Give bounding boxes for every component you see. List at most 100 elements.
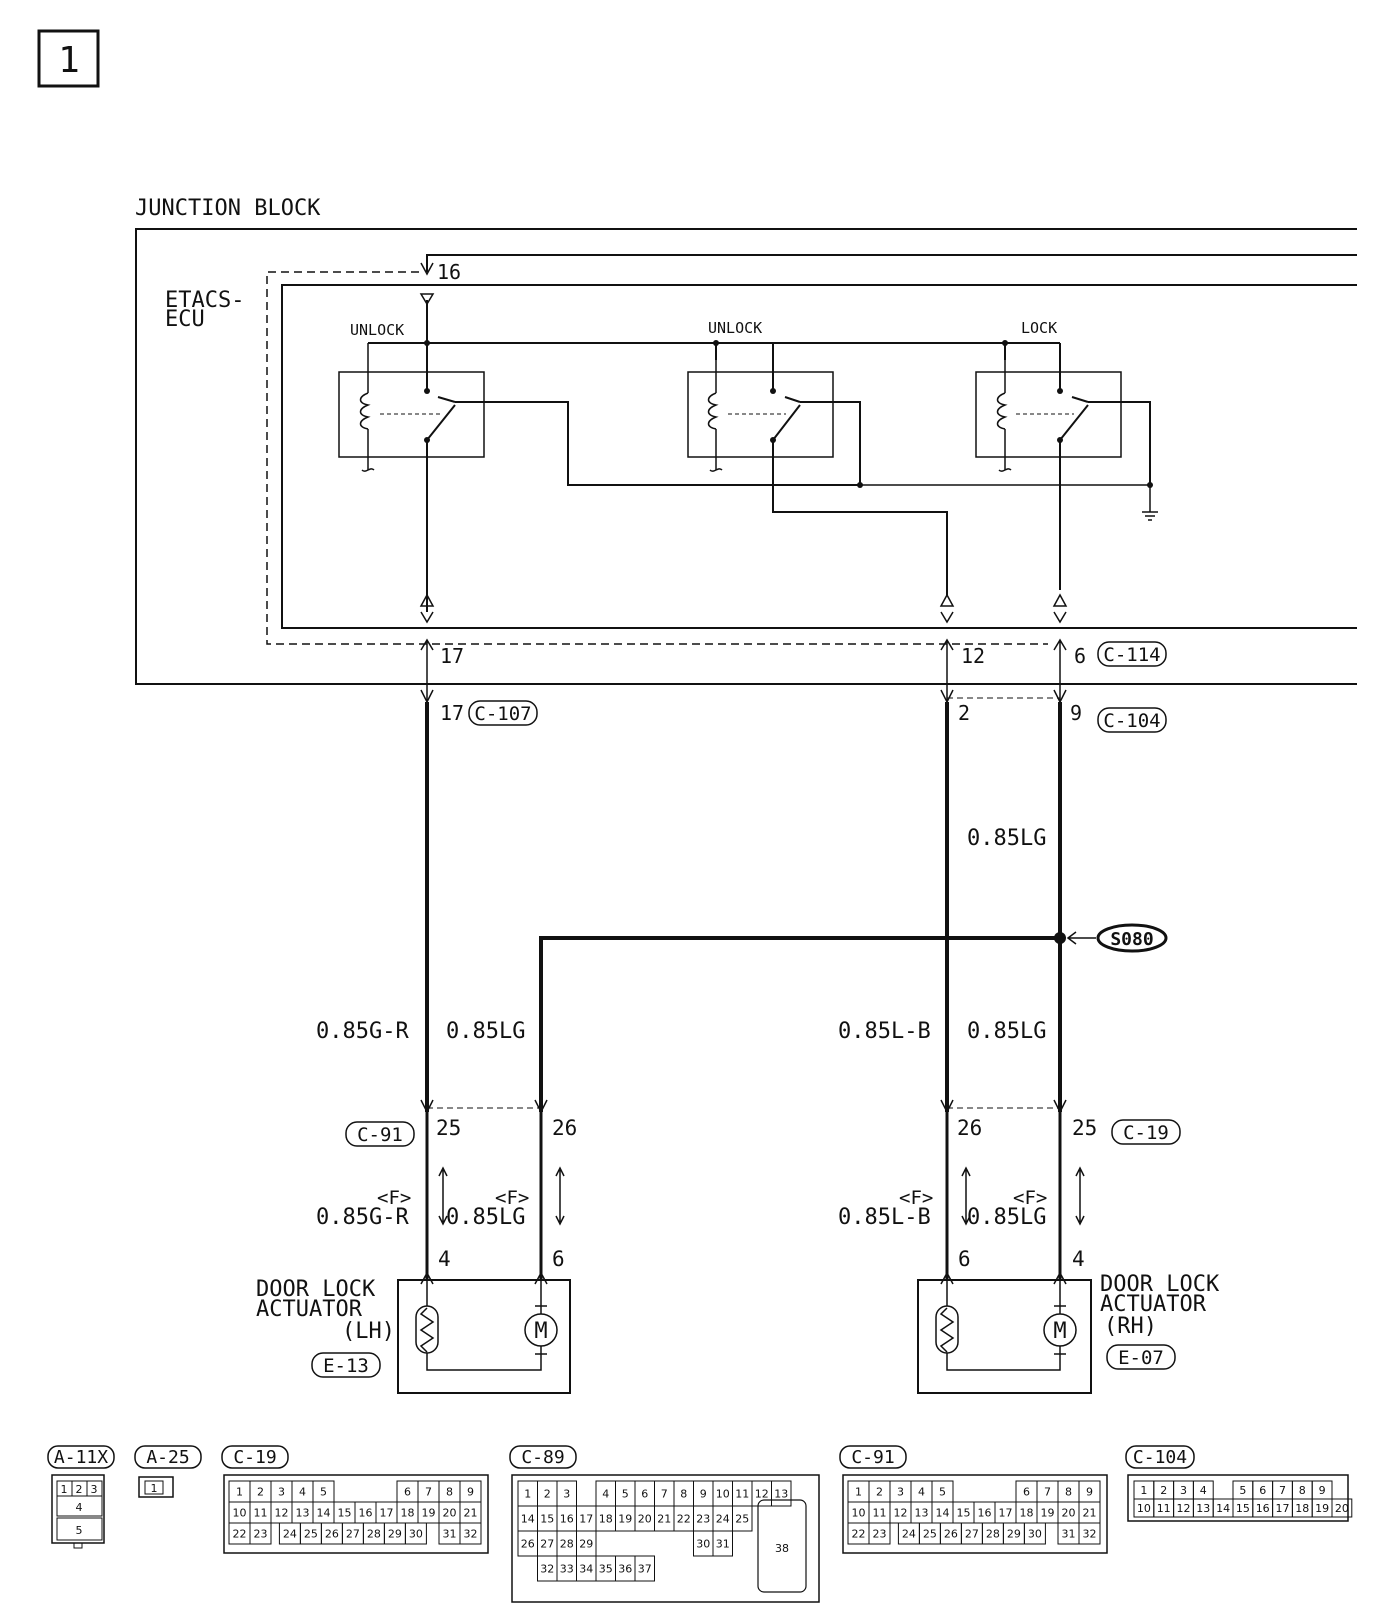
connector-e07: E-07 <box>1118 1347 1164 1369</box>
relay-2-switch <box>772 375 948 590</box>
cv-c104-tag <box>1125 1445 1195 1469</box>
cv-c89-pin: 35 <box>599 1563 613 1576</box>
lower-wires <box>425 1112 1062 1280</box>
cv-c19-pin: 6 <box>404 1486 411 1499</box>
terminal-12-symbol <box>939 593 955 624</box>
terminal-17-symbol <box>419 593 435 624</box>
cv-c89-pin: 1 <box>524 1488 531 1501</box>
cv-c89-body <box>511 1474 820 1603</box>
actuator-lh-line3: (LH) <box>342 1319 395 1344</box>
cv-a11x-body: 1 2 3 4 5 <box>51 1474 105 1549</box>
cv-c19-pin: 10 <box>233 1507 247 1520</box>
actuator-lh-motor-symbol: M <box>534 1319 547 1344</box>
cv-c89-pin: 6 <box>641 1488 648 1501</box>
f-tag-lg-right: <F> <box>1013 1187 1047 1209</box>
cv-a11x-label: A-11X <box>54 1447 108 1468</box>
page-number: 1 <box>58 40 80 81</box>
actuator-lh-line1: DOOR LOCK <box>256 1277 376 1302</box>
cv-c89-pin: 18 <box>599 1513 613 1526</box>
cv-c91-pin: 6 <box>1023 1486 1030 1499</box>
cv-c89-pin: 23 <box>696 1513 710 1526</box>
cv-c19-pin: 31 <box>443 1528 457 1541</box>
svg-text:1: 1 <box>61 1483 68 1496</box>
svg-text:2: 2 <box>76 1483 83 1496</box>
cv-c89-pin: 29 <box>579 1538 593 1551</box>
cv-a25-label: A-25 <box>146 1447 189 1468</box>
cv-c91-pin: 14 <box>936 1507 950 1520</box>
wire-lb-right-label: 0.85L-B <box>838 1019 931 1044</box>
cv-c19-body <box>223 1474 489 1554</box>
cv-c89-pin: 2 <box>544 1488 551 1501</box>
cv-c91-pin: 9 <box>1086 1486 1093 1499</box>
actuator-rh-line3: (RH) <box>1104 1314 1157 1339</box>
cv-c89-pin: 11 <box>735 1488 749 1501</box>
cv-c19-pin: 26 <box>325 1528 339 1541</box>
connector-c114: C-114 <box>1103 644 1160 666</box>
wire-lg-upper-label: 0.85LG <box>967 826 1046 851</box>
cv-c19-pin: 17 <box>380 1507 394 1520</box>
cv-c104-body <box>1127 1474 1349 1522</box>
cv-c89-pin: 14 <box>521 1513 535 1526</box>
cv-c91-pin: 28 <box>986 1528 1000 1541</box>
relay-common-line <box>368 300 1061 375</box>
wire-lg-left <box>539 936 1060 1112</box>
cv-c91-pin: 19 <box>1041 1507 1055 1520</box>
actuator-rh-motor-symbol: M <box>1053 1319 1066 1344</box>
cv-c89-pin: 34 <box>579 1563 593 1576</box>
cv-a25-body: 1 <box>138 1476 174 1498</box>
connector-c114-tag <box>1097 641 1167 667</box>
relay-3-contact-b <box>1057 437 1063 443</box>
cv-c89-cell <box>771 1480 792 1507</box>
cv-c89-label: C-89 <box>521 1447 564 1468</box>
connector-c19-tag <box>1111 1119 1181 1145</box>
pin-25-c19: 25 <box>1072 1116 1097 1140</box>
relay-2-contact-b <box>770 437 776 443</box>
cv-c89-cell <box>712 1530 733 1557</box>
pin-4-rh: 4 <box>1072 1247 1085 1271</box>
cv-c89-pin: 20 <box>638 1513 652 1526</box>
relay-1-contact-a <box>424 388 430 394</box>
cv-c19-pin: 4 <box>299 1486 306 1499</box>
relay-2-coil <box>707 343 723 472</box>
pin-6-rh: 6 <box>958 1247 971 1271</box>
cv-c19-pin: 11 <box>254 1507 268 1520</box>
cv-c104-pin: 13 <box>1196 1502 1210 1515</box>
actuator-rh-wiring <box>946 1280 1066 1371</box>
cv-c91-pin: 18 <box>1020 1507 1034 1520</box>
pin-26-c91: 26 <box>552 1116 577 1140</box>
inner-block-outline <box>281 284 1357 629</box>
connector-c91: C-91 <box>357 1124 403 1146</box>
cv-c91-pin: 25 <box>923 1528 937 1541</box>
svg-text:1: 1 <box>151 1482 158 1495</box>
ecu-label-line2: ECU <box>165 307 205 332</box>
page-number-box <box>37 29 100 88</box>
ground-dot <box>1147 482 1153 488</box>
pin-9-c104: 9 <box>1070 701 1082 725</box>
splice-arrow <box>1066 931 1096 945</box>
cv-c91-pin: 3 <box>897 1486 904 1499</box>
cv-c19-pin: 8 <box>446 1486 453 1499</box>
cv-c19-cell <box>459 1522 482 1545</box>
cv-c104-pin: 18 <box>1295 1502 1309 1515</box>
f-wire-lg-right: 0.85LG <box>967 1205 1046 1230</box>
pin-12-top: 12 <box>961 644 985 668</box>
pin-16: 16 <box>437 260 461 284</box>
cv-c91-pin: 8 <box>1065 1486 1072 1499</box>
cv-c19-pin: 23 <box>254 1528 268 1541</box>
c91-c19-arrows <box>420 1099 1067 1114</box>
cv-c19-pin: 14 <box>317 1507 331 1520</box>
cv-c91-tag <box>839 1445 907 1469</box>
svg-text:4: 4 <box>76 1501 83 1514</box>
svg-text:5: 5 <box>76 1524 83 1537</box>
junction-block-label: JUNCTION BLOCK <box>135 196 321 221</box>
f-wire-lg-left: 0.85LG <box>446 1205 525 1230</box>
cv-c89-pin: 19 <box>618 1513 632 1526</box>
cv-c104-pin: 7 <box>1279 1484 1286 1497</box>
cv-c19-pin: 32 <box>464 1528 478 1541</box>
actuator-lh-box <box>397 1279 571 1394</box>
cv-c89-pin: 37 <box>638 1563 652 1576</box>
cv-c89-cell <box>732 1505 753 1532</box>
